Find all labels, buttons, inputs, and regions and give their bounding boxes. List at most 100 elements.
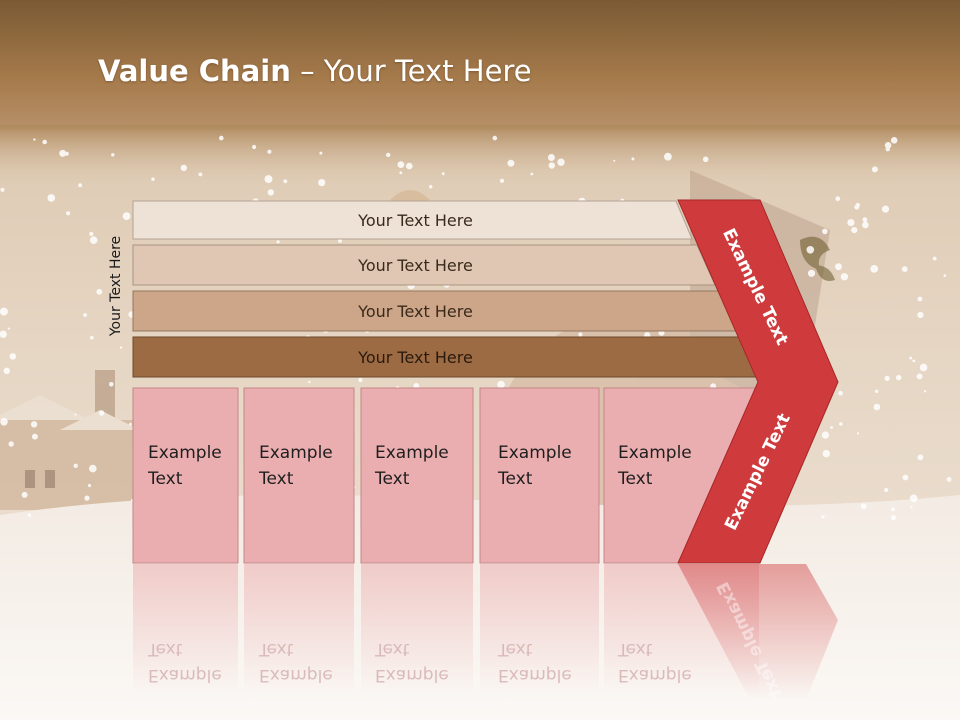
box-5-label: Example Text <box>618 443 692 489</box>
snowflake <box>896 374 902 381</box>
snowflake <box>822 228 828 235</box>
snowflake <box>664 152 672 161</box>
snowflake <box>871 166 878 173</box>
snowflake <box>873 403 881 411</box>
snowflake <box>267 189 274 196</box>
snowflake <box>838 390 843 396</box>
snowflake <box>870 265 879 273</box>
bar-2: Your Text Here <box>133 245 698 285</box>
snowflake <box>47 194 56 202</box>
snowflake <box>276 240 280 244</box>
snowflake <box>912 359 916 363</box>
snowflake <box>119 346 123 349</box>
snowflake <box>21 491 28 498</box>
snowflake <box>909 356 913 360</box>
snowflake <box>840 273 849 281</box>
snowflake <box>9 353 17 360</box>
snowflake <box>406 162 413 170</box>
snowflake <box>89 464 97 473</box>
snowflake <box>507 159 515 167</box>
snowflake <box>30 421 38 428</box>
bar-3: Your Text Here <box>133 291 698 331</box>
snowflake <box>835 263 842 271</box>
snowflake <box>901 266 908 272</box>
snowflake <box>862 217 868 223</box>
snowflake <box>499 178 505 183</box>
snowflake <box>881 205 890 213</box>
title-rest: – Your Text Here <box>290 54 532 88</box>
snowflake <box>59 149 67 157</box>
snowflake <box>578 332 583 337</box>
snowflake <box>74 413 77 416</box>
snowflake <box>73 463 78 468</box>
snowflake <box>902 474 909 481</box>
snowflake <box>7 327 10 330</box>
snowflake <box>89 236 98 244</box>
snowflake <box>932 256 937 261</box>
snowflake <box>0 418 8 426</box>
snowflake <box>919 363 928 372</box>
snowflake <box>874 389 879 393</box>
slide-title: Value Chain – Your Text Here <box>98 54 532 88</box>
snowflake <box>884 375 890 381</box>
snowflake <box>111 153 115 157</box>
snowflake <box>916 373 923 380</box>
box-3-shape <box>360 387 474 564</box>
snowflake <box>847 219 855 227</box>
snowflake <box>890 137 898 144</box>
snowflake <box>884 487 889 493</box>
box-1-reflection: Example Text <box>148 639 222 685</box>
snowflake <box>129 422 132 426</box>
snowflake <box>66 211 71 216</box>
snowflake <box>806 246 815 254</box>
bar-1-shape <box>132 200 693 240</box>
snowflake <box>87 483 92 488</box>
box-3-label: Example Text <box>375 443 449 489</box>
snowflake <box>497 380 505 389</box>
snowflake <box>267 149 272 154</box>
snowflake <box>84 495 90 501</box>
snowflake <box>89 231 94 236</box>
snowflake <box>399 171 403 175</box>
snowflake <box>891 507 895 512</box>
snowflake <box>386 152 391 158</box>
snowflake <box>0 330 7 338</box>
snowflake <box>264 175 273 184</box>
snowflake <box>547 154 555 161</box>
snowflake <box>429 185 433 189</box>
bar-4-label: Your Text Here <box>358 347 473 367</box>
box-1-label: Example Text <box>148 443 222 489</box>
snowflake <box>252 144 257 150</box>
snowflake <box>910 506 913 509</box>
snowflake <box>923 390 927 393</box>
snowflake <box>31 433 38 440</box>
bar-1: Your Text Here <box>133 201 698 239</box>
snowflake <box>631 157 635 161</box>
snowflake <box>27 513 32 517</box>
snowflake <box>909 494 918 503</box>
snowflake <box>856 432 860 435</box>
snowflake <box>917 454 924 461</box>
snowflake <box>3 367 10 374</box>
snowflake <box>42 139 47 145</box>
snowflake <box>613 159 616 162</box>
snowflake <box>109 382 114 387</box>
snowflake <box>122 212 131 221</box>
snowflake <box>0 307 8 316</box>
box-1-shape <box>132 387 239 564</box>
bar-2-label: Your Text Here <box>358 255 473 275</box>
snowflake <box>0 187 5 192</box>
snowflake <box>198 172 203 177</box>
snowflake <box>860 503 867 510</box>
snowflake <box>358 377 363 383</box>
snowflake <box>884 142 892 149</box>
snowflake <box>854 204 860 210</box>
snowflake <box>862 221 869 229</box>
box-4-shape <box>479 387 600 564</box>
snowflake <box>83 313 87 317</box>
snowflake <box>308 380 311 384</box>
snowflake <box>8 441 14 447</box>
snowflake <box>807 269 816 277</box>
snowflake <box>96 288 103 295</box>
